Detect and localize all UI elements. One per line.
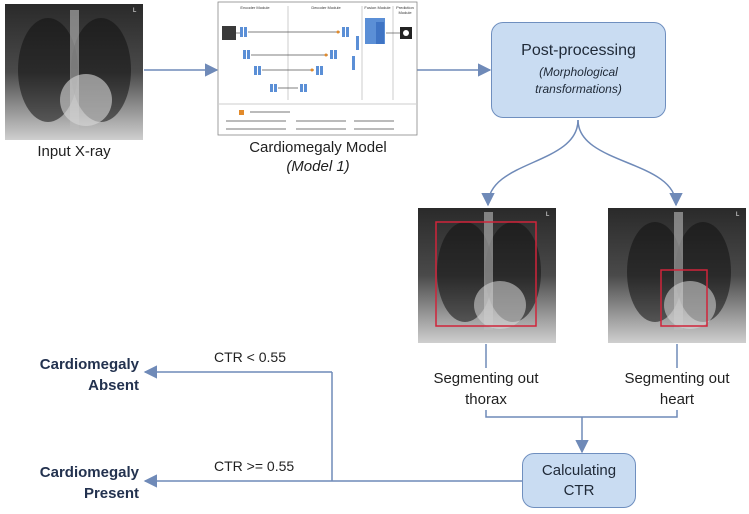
model-architecture-thumbnail xyxy=(217,1,418,136)
calculating-ctr-box: Calculating CTR xyxy=(522,453,636,508)
postprocessing-subtitle: (Morphological transformations) xyxy=(535,65,622,96)
panel-label-encoder: Encoder Module xyxy=(240,5,270,10)
outcome-absent: Cardiomegaly Absent xyxy=(10,354,139,396)
model-title: Cardiomegaly Model xyxy=(249,139,387,156)
postprocessing-title: Post-processing xyxy=(521,42,636,59)
thorax-bounding-box xyxy=(435,221,537,327)
panel-label-fusion: Fusion Module xyxy=(364,5,391,10)
svg-text:L: L xyxy=(736,212,740,218)
model-subtitle: (Model 1) xyxy=(286,158,350,175)
outcome-present-line1: Cardiomegaly xyxy=(39,464,139,481)
postprocessing-box: Post-processing (Morphological transform… xyxy=(491,22,666,118)
condition-present: CTR >= 0.55 xyxy=(214,458,295,474)
svg-text:L: L xyxy=(546,212,550,218)
outcome-absent-line1: Cardiomegaly xyxy=(39,356,139,373)
segment-heart-caption: Segmenting out heart xyxy=(617,368,737,410)
calculating-ctr-label: Calculating CTR xyxy=(541,461,617,499)
segment-thorax-caption: Segmenting out thorax xyxy=(426,368,546,410)
condition-absent: CTR < 0.55 xyxy=(214,349,286,365)
heart-bounding-box xyxy=(660,269,708,327)
model-caption: Cardiomegaly Model (Model 1) xyxy=(208,138,428,176)
panel-label-prediction: Prediction Module xyxy=(396,5,414,15)
outcome-absent-line2: Absent xyxy=(88,377,139,394)
heart-segmentation-image: L xyxy=(608,208,746,343)
panel-label-decoder: Decoder Module xyxy=(311,5,341,10)
input-xray-caption: Input X-ray xyxy=(37,143,111,160)
thorax-segmentation-image: L xyxy=(418,208,556,343)
outcome-present: Cardiomegaly Present xyxy=(10,462,139,504)
input-xray-image: L xyxy=(5,4,143,140)
arrow-postprocess-to-thorax xyxy=(481,119,579,207)
svg-text:L: L xyxy=(133,8,137,14)
outcome-present-line2: Present xyxy=(83,485,139,502)
arrow-postprocess-to-heart xyxy=(577,119,683,207)
